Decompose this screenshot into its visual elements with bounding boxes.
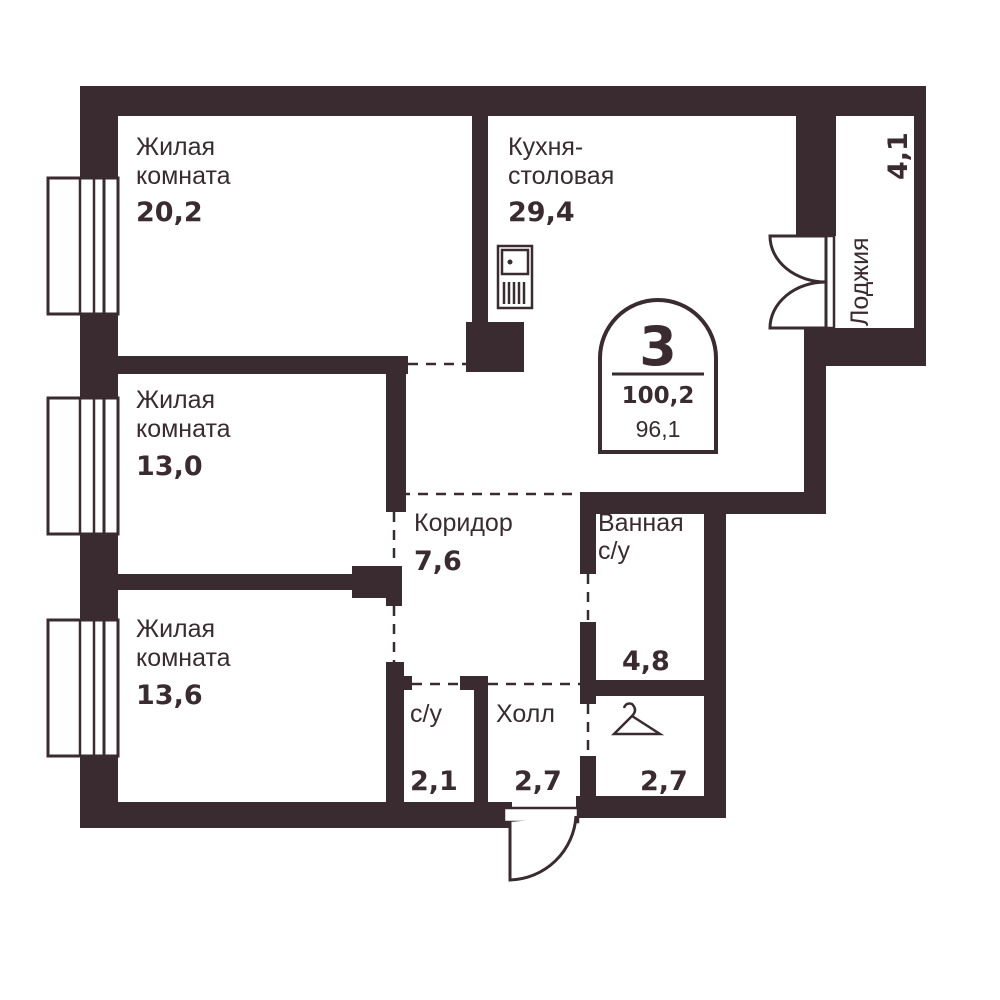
wall-living3-right xyxy=(386,566,402,606)
room-kitchen-name-1: Кухня- xyxy=(508,133,583,161)
wall-loggia-right xyxy=(914,86,926,366)
wall-living3-wc xyxy=(386,662,404,804)
badge-total-area: 100,2 xyxy=(622,383,695,409)
room-loggia-area: 4,1 xyxy=(883,132,914,180)
room-living2-name-2: комната xyxy=(136,415,231,443)
wall-living1-living2 xyxy=(118,356,408,374)
wall-bottom-left xyxy=(80,802,512,828)
room-living1-area: 20,2 xyxy=(136,197,203,228)
loggia-door xyxy=(768,234,836,330)
wall-wardrobe-left xyxy=(580,756,596,818)
wall-bath-left-top xyxy=(580,492,596,574)
wall-bottom-right xyxy=(576,796,726,818)
room-wc: с/у 2,1 xyxy=(410,700,458,797)
wall-wc-top-stub xyxy=(386,676,412,690)
room-wardrobe: 2,7 xyxy=(640,766,688,797)
wall-kitchen-right-lower xyxy=(804,340,826,514)
room-corridor: Коридор 7,6 xyxy=(414,509,513,577)
wall-wardrobe-stub xyxy=(580,680,596,704)
room-living3: Жилая комната 13,6 xyxy=(136,615,231,711)
room-loggia-name: Лоджия xyxy=(846,237,874,326)
room-kitchen-area: 29,4 xyxy=(508,197,575,228)
wall-top xyxy=(80,86,926,116)
room-hall-area: 2,7 xyxy=(514,766,562,797)
wall-bath-left-bottom xyxy=(580,622,596,696)
apartment-badge: 3 100,2 96,1 xyxy=(598,298,718,454)
room-living2-area: 13,0 xyxy=(136,451,203,482)
badge-rooms-count: 3 xyxy=(639,315,677,378)
openings xyxy=(392,362,590,756)
room-living2-name-1: Жилая xyxy=(136,386,215,414)
window-living2 xyxy=(46,396,120,536)
room-living1: Жилая комната 20,2 xyxy=(136,133,231,228)
room-loggia: 4,1 Лоджия xyxy=(846,132,914,326)
room-wardrobe-area: 2,7 xyxy=(640,766,688,797)
wall-living2-right xyxy=(386,356,406,512)
wall-bath-right xyxy=(704,506,726,818)
wall-kitchen-bottom-right xyxy=(580,492,826,514)
kitchen-sink-icon xyxy=(496,244,534,310)
wall-kitchen-loggia-top xyxy=(796,86,836,236)
wall-kitchen-stub xyxy=(466,322,524,372)
room-living3-area: 13,6 xyxy=(136,680,203,711)
wall-living1-kitchen xyxy=(472,116,488,372)
wall-wc-hall xyxy=(474,676,488,804)
room-kitchen-name-2: столовая xyxy=(508,162,614,190)
room-corridor-area: 7,6 xyxy=(414,546,462,577)
wall-hall-top-stub xyxy=(460,676,488,690)
room-living3-name-2: комната xyxy=(136,644,231,672)
window-living1 xyxy=(46,176,120,316)
room-living3-name-1: Жилая xyxy=(136,615,215,643)
window-living3 xyxy=(46,618,120,758)
wall-bath-bottom xyxy=(580,680,726,696)
room-bathroom-name-2: с/у xyxy=(598,537,630,565)
room-kitchen: Кухня- столовая 29,4 xyxy=(508,133,614,228)
room-bathroom-name-1: Ванная xyxy=(598,509,684,537)
room-bathroom: Ванная с/у 4,8 xyxy=(598,509,684,677)
entrance-door xyxy=(502,806,580,882)
wall-living2-living3 xyxy=(118,574,402,590)
room-corridor-name: Коридор xyxy=(414,509,513,537)
windows xyxy=(46,176,120,758)
badge-living-area: 96,1 xyxy=(636,416,681,442)
room-bathroom-area: 4,8 xyxy=(622,646,670,677)
hanger-icon xyxy=(610,702,665,736)
room-wc-name: с/у xyxy=(410,700,442,728)
room-living2: Жилая комната 13,0 xyxy=(136,386,231,482)
room-hall-name: Холл xyxy=(496,700,555,728)
room-hall: Холл 2,7 xyxy=(496,700,562,797)
room-living1-name-1: Жилая xyxy=(136,133,215,161)
room-living1-name-2: комната xyxy=(136,162,231,190)
room-wc-area: 2,1 xyxy=(410,766,458,797)
